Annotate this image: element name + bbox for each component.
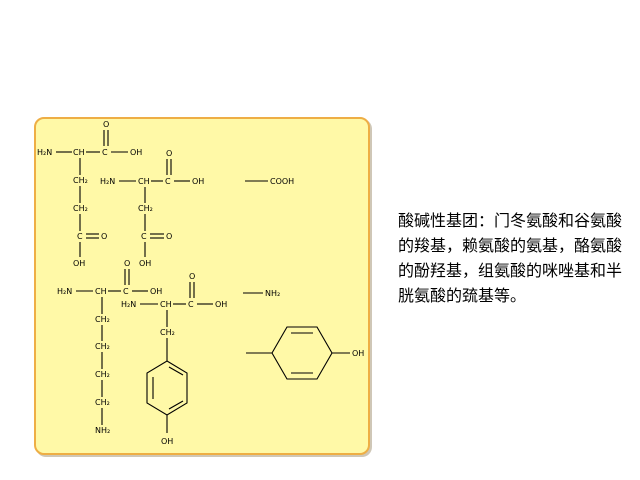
lys-ch2-4: CH₂ — [95, 398, 110, 407]
glu-ch2-2: CH₂ — [73, 204, 88, 213]
glu-h2n: H₂N — [37, 148, 52, 157]
glu-side-o: O — [101, 232, 107, 241]
phenol-benzene-ring — [271, 326, 333, 380]
lys-ch2-1: CH₂ — [95, 315, 110, 324]
glu-side-c: C — [77, 232, 83, 241]
tyr-h2n: H₂N — [121, 300, 136, 309]
glu-carboxyl-c: C — [102, 148, 108, 157]
glu-ch2-1: CH₂ — [73, 176, 88, 185]
cooh-side-group: COOH — [245, 177, 294, 186]
phenol-side-group: OH — [246, 326, 364, 380]
structures-panel — [34, 117, 370, 455]
caption-text: 酸碱性基团：门冬氨酸和谷氨酸的羧基，赖氨酸的氨基，酪氨酸的酚羟基，组氨酸的咪唑基… — [398, 211, 623, 305]
asp-carboxyl-oh: OH — [192, 177, 204, 186]
tyr-alpha-ch: CH — [160, 300, 172, 309]
lys-side-nh2: NH₂ — [95, 426, 110, 435]
tyr-carboxyl-c: C — [188, 300, 194, 309]
glutamic-acid-structure: H₂N CH C O OH CH₂ CH₂ C O OH — [37, 120, 142, 268]
glu-carbonyl-o: O — [103, 120, 109, 129]
lys-h2n: H₂N — [57, 287, 72, 296]
phenol-oh: OH — [352, 349, 364, 358]
asp-carboxyl-c: C — [165, 177, 171, 186]
lys-alpha-ch: CH — [95, 287, 107, 296]
lys-carbonyl-o: O — [124, 259, 130, 268]
asp-side-oh: OH — [139, 259, 151, 268]
lys-ch2-3: CH₂ — [95, 370, 110, 379]
lys-carboxyl-c: C — [123, 287, 129, 296]
nh2-label: NH₂ — [265, 289, 280, 298]
glu-side-oh: OH — [73, 259, 85, 268]
tyr-carboxyl-oh: OH — [215, 300, 227, 309]
asp-side-c: C — [141, 232, 147, 241]
nh2-side-group: NH₂ — [243, 289, 280, 298]
aspartic-acid-structure: H₂N CH C O OH CH₂ C O OH — [100, 149, 204, 268]
tyr-side-oh: OH — [161, 437, 173, 446]
asp-h2n: H₂N — [100, 177, 115, 186]
lys-ch2-2: CH₂ — [95, 342, 110, 351]
tyrosine-structure: H₂N CH C O OH CH₂ OH — [121, 272, 227, 446]
tyr-carbonyl-o: O — [189, 272, 195, 281]
cooh-label: COOH — [270, 177, 294, 186]
glu-carboxyl-oh: OH — [130, 148, 142, 157]
tyr-ch2: CH₂ — [160, 328, 175, 337]
asp-carbonyl-o: O — [166, 149, 172, 158]
asp-ch2: CH₂ — [138, 204, 153, 213]
glu-alpha-ch: CH — [73, 148, 85, 157]
lysine-structure: H₂N CH C O OH CH₂ CH₂ CH₂ CH₂ NH₂ — [57, 259, 162, 435]
lys-carboxyl-oh: OH — [150, 287, 162, 296]
asp-alpha-ch: CH — [138, 177, 150, 186]
asp-side-o: O — [166, 232, 172, 241]
